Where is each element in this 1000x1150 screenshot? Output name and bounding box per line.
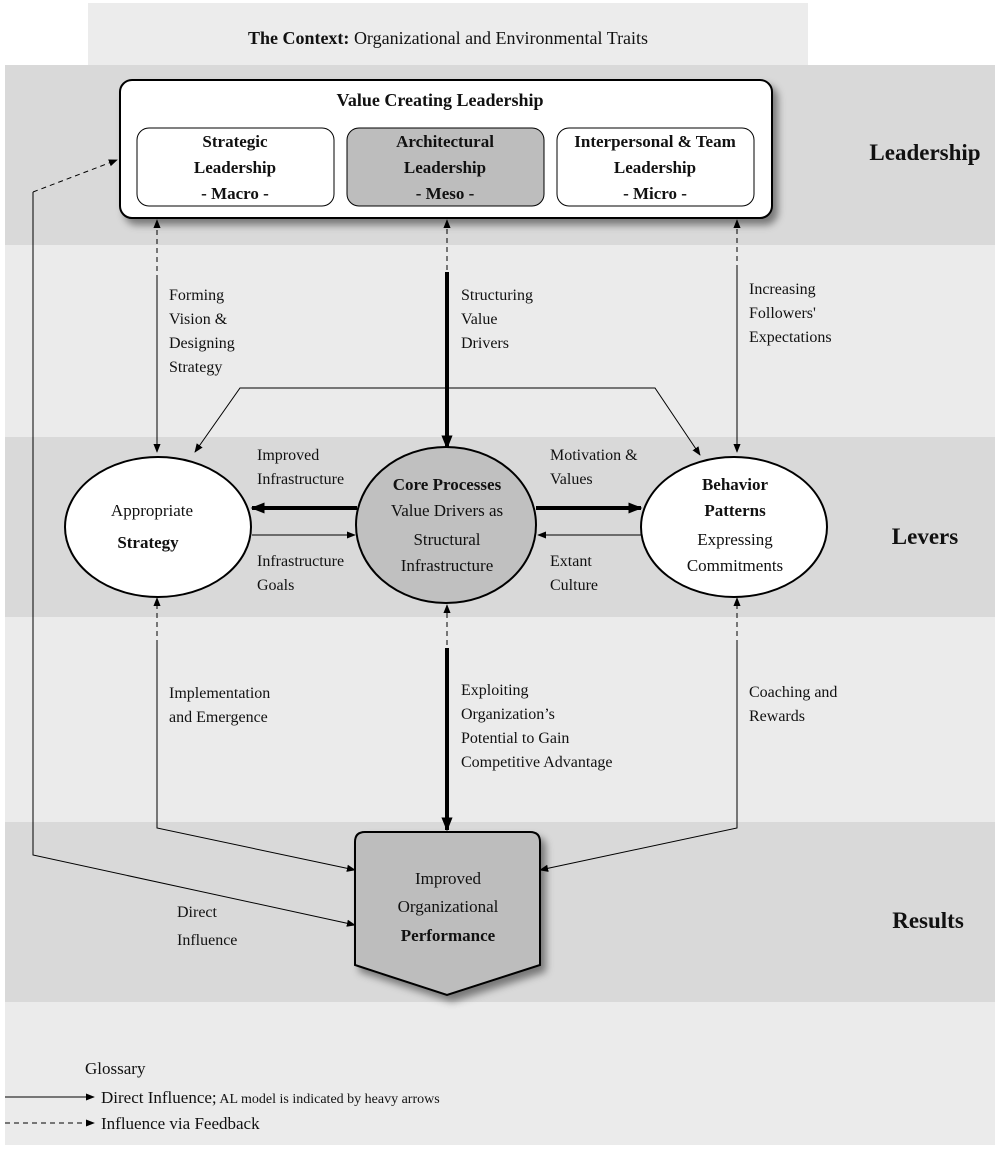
svg-text:Potential to Gain: Potential to Gain bbox=[461, 730, 569, 747]
glossary-title: Glossary bbox=[85, 1059, 146, 1078]
svg-text:Core Processes: Core Processes bbox=[393, 475, 502, 494]
svg-text:Strategy: Strategy bbox=[169, 359, 222, 376]
svg-text:Improved: Improved bbox=[415, 869, 482, 888]
svg-text:Culture: Culture bbox=[550, 577, 598, 594]
strategic-leadership-box: Strategic Leadership - Macro - bbox=[136, 127, 335, 207]
svg-text:Designing: Designing bbox=[169, 335, 235, 352]
svg-text:Organization’s: Organization’s bbox=[461, 706, 555, 723]
label-motivation: Motivation & Values bbox=[550, 447, 638, 488]
context-band bbox=[88, 3, 808, 65]
svg-text:Strategic: Strategic bbox=[202, 132, 268, 151]
svg-text:Value: Value bbox=[461, 311, 497, 328]
band-gap-1 bbox=[5, 245, 995, 437]
glossary-band bbox=[5, 1002, 995, 1145]
svg-text:Influence: Influence bbox=[177, 932, 237, 949]
glossary: Glossary Direct Influence; AL model is i… bbox=[5, 1059, 440, 1133]
svg-text:Drivers: Drivers bbox=[461, 335, 509, 352]
svg-text:Strategy: Strategy bbox=[117, 533, 179, 552]
band-label-levers: Levers bbox=[892, 524, 958, 549]
band-label-results: Results bbox=[892, 908, 964, 933]
svg-text:Value Drivers as: Value Drivers as bbox=[391, 501, 503, 520]
svg-text:Appropriate: Appropriate bbox=[111, 501, 193, 520]
svg-text:Expressing: Expressing bbox=[697, 530, 773, 549]
strategy-ellipse: Appropriate Strategy bbox=[64, 456, 252, 598]
glossary-feedback: Influence via Feedback bbox=[101, 1114, 260, 1133]
core-processes-ellipse: Core Processes Value Drivers as Structur… bbox=[355, 446, 537, 604]
svg-text:Behavior: Behavior bbox=[702, 475, 769, 494]
label-implementation: Implementation and Emergence bbox=[169, 685, 270, 726]
svg-text:Performance: Performance bbox=[401, 926, 496, 945]
svg-text:- Macro -: - Macro - bbox=[201, 184, 269, 203]
direct-influence-arrow bbox=[32, 192, 356, 927]
svg-text:- Micro -: - Micro - bbox=[623, 184, 687, 203]
glossary-direct: Direct Influence; AL model is indicated … bbox=[101, 1088, 440, 1107]
svg-text:Improved: Improved bbox=[257, 447, 319, 464]
svg-text:Leadership: Leadership bbox=[404, 158, 486, 177]
svg-text:Forming: Forming bbox=[169, 287, 224, 304]
svg-text:Patterns: Patterns bbox=[704, 501, 766, 520]
context-title: The Context: Organizational and Environm… bbox=[248, 28, 648, 48]
vcl-title: Value Creating Leadership bbox=[336, 90, 543, 110]
svg-text:Infrastructure: Infrastructure bbox=[401, 556, 494, 575]
svg-text:Values: Values bbox=[550, 471, 593, 488]
svg-text:Interpersonal & Team: Interpersonal & Team bbox=[574, 132, 736, 151]
svg-text:Followers': Followers' bbox=[749, 305, 816, 322]
architectural-leadership-box: Architectural Leadership - Meso - bbox=[346, 127, 545, 207]
arrow-behavior-to-results bbox=[539, 645, 738, 872]
svg-text:Organizational: Organizational bbox=[398, 897, 499, 916]
svg-text:- Meso -: - Meso - bbox=[416, 184, 475, 203]
svg-text:Expectations: Expectations bbox=[749, 329, 832, 346]
svg-text:Infrastructure: Infrastructure bbox=[257, 471, 344, 488]
svg-text:Structural: Structural bbox=[413, 530, 480, 549]
svg-text:Direct: Direct bbox=[177, 904, 218, 921]
svg-text:Leadership: Leadership bbox=[194, 158, 276, 177]
svg-text:Implementation: Implementation bbox=[169, 685, 270, 702]
svg-text:Competitive Advantage: Competitive Advantage bbox=[461, 754, 613, 771]
svg-text:Coaching and: Coaching and bbox=[749, 684, 837, 701]
strategy-behavior-link bbox=[194, 387, 701, 456]
arrows bbox=[32, 159, 741, 927]
svg-text:Goals: Goals bbox=[257, 577, 294, 594]
behavior-patterns-ellipse: Behavior Patterns Expressing Commitments bbox=[640, 456, 828, 598]
band-label-leadership: Leadership bbox=[869, 140, 980, 165]
svg-text:Extant: Extant bbox=[550, 553, 592, 570]
arrow-strategy-to-results bbox=[156, 645, 356, 872]
feedback-arrow-results-to-leadership bbox=[32, 159, 118, 193]
svg-text:Increasing: Increasing bbox=[749, 281, 816, 298]
svg-text:Rewards: Rewards bbox=[749, 708, 805, 725]
svg-text:Leadership: Leadership bbox=[614, 158, 696, 177]
svg-text:Exploiting: Exploiting bbox=[461, 682, 529, 699]
svg-text:Infrastructure: Infrastructure bbox=[257, 553, 344, 570]
svg-text:Architectural: Architectural bbox=[396, 132, 494, 151]
svg-text:Structuring: Structuring bbox=[461, 287, 533, 304]
svg-text:Motivation &: Motivation & bbox=[550, 447, 638, 464]
svg-text:Vision &: Vision & bbox=[169, 311, 228, 328]
improved-performance-box: Improved Organizational Performance bbox=[354, 831, 541, 997]
interpersonal-leadership-box: Interpersonal & Team Leadership - Micro … bbox=[556, 127, 755, 207]
svg-text:Commitments: Commitments bbox=[687, 556, 783, 575]
svg-text:and Emergence: and Emergence bbox=[169, 709, 268, 726]
band-gap-2 bbox=[5, 617, 995, 822]
